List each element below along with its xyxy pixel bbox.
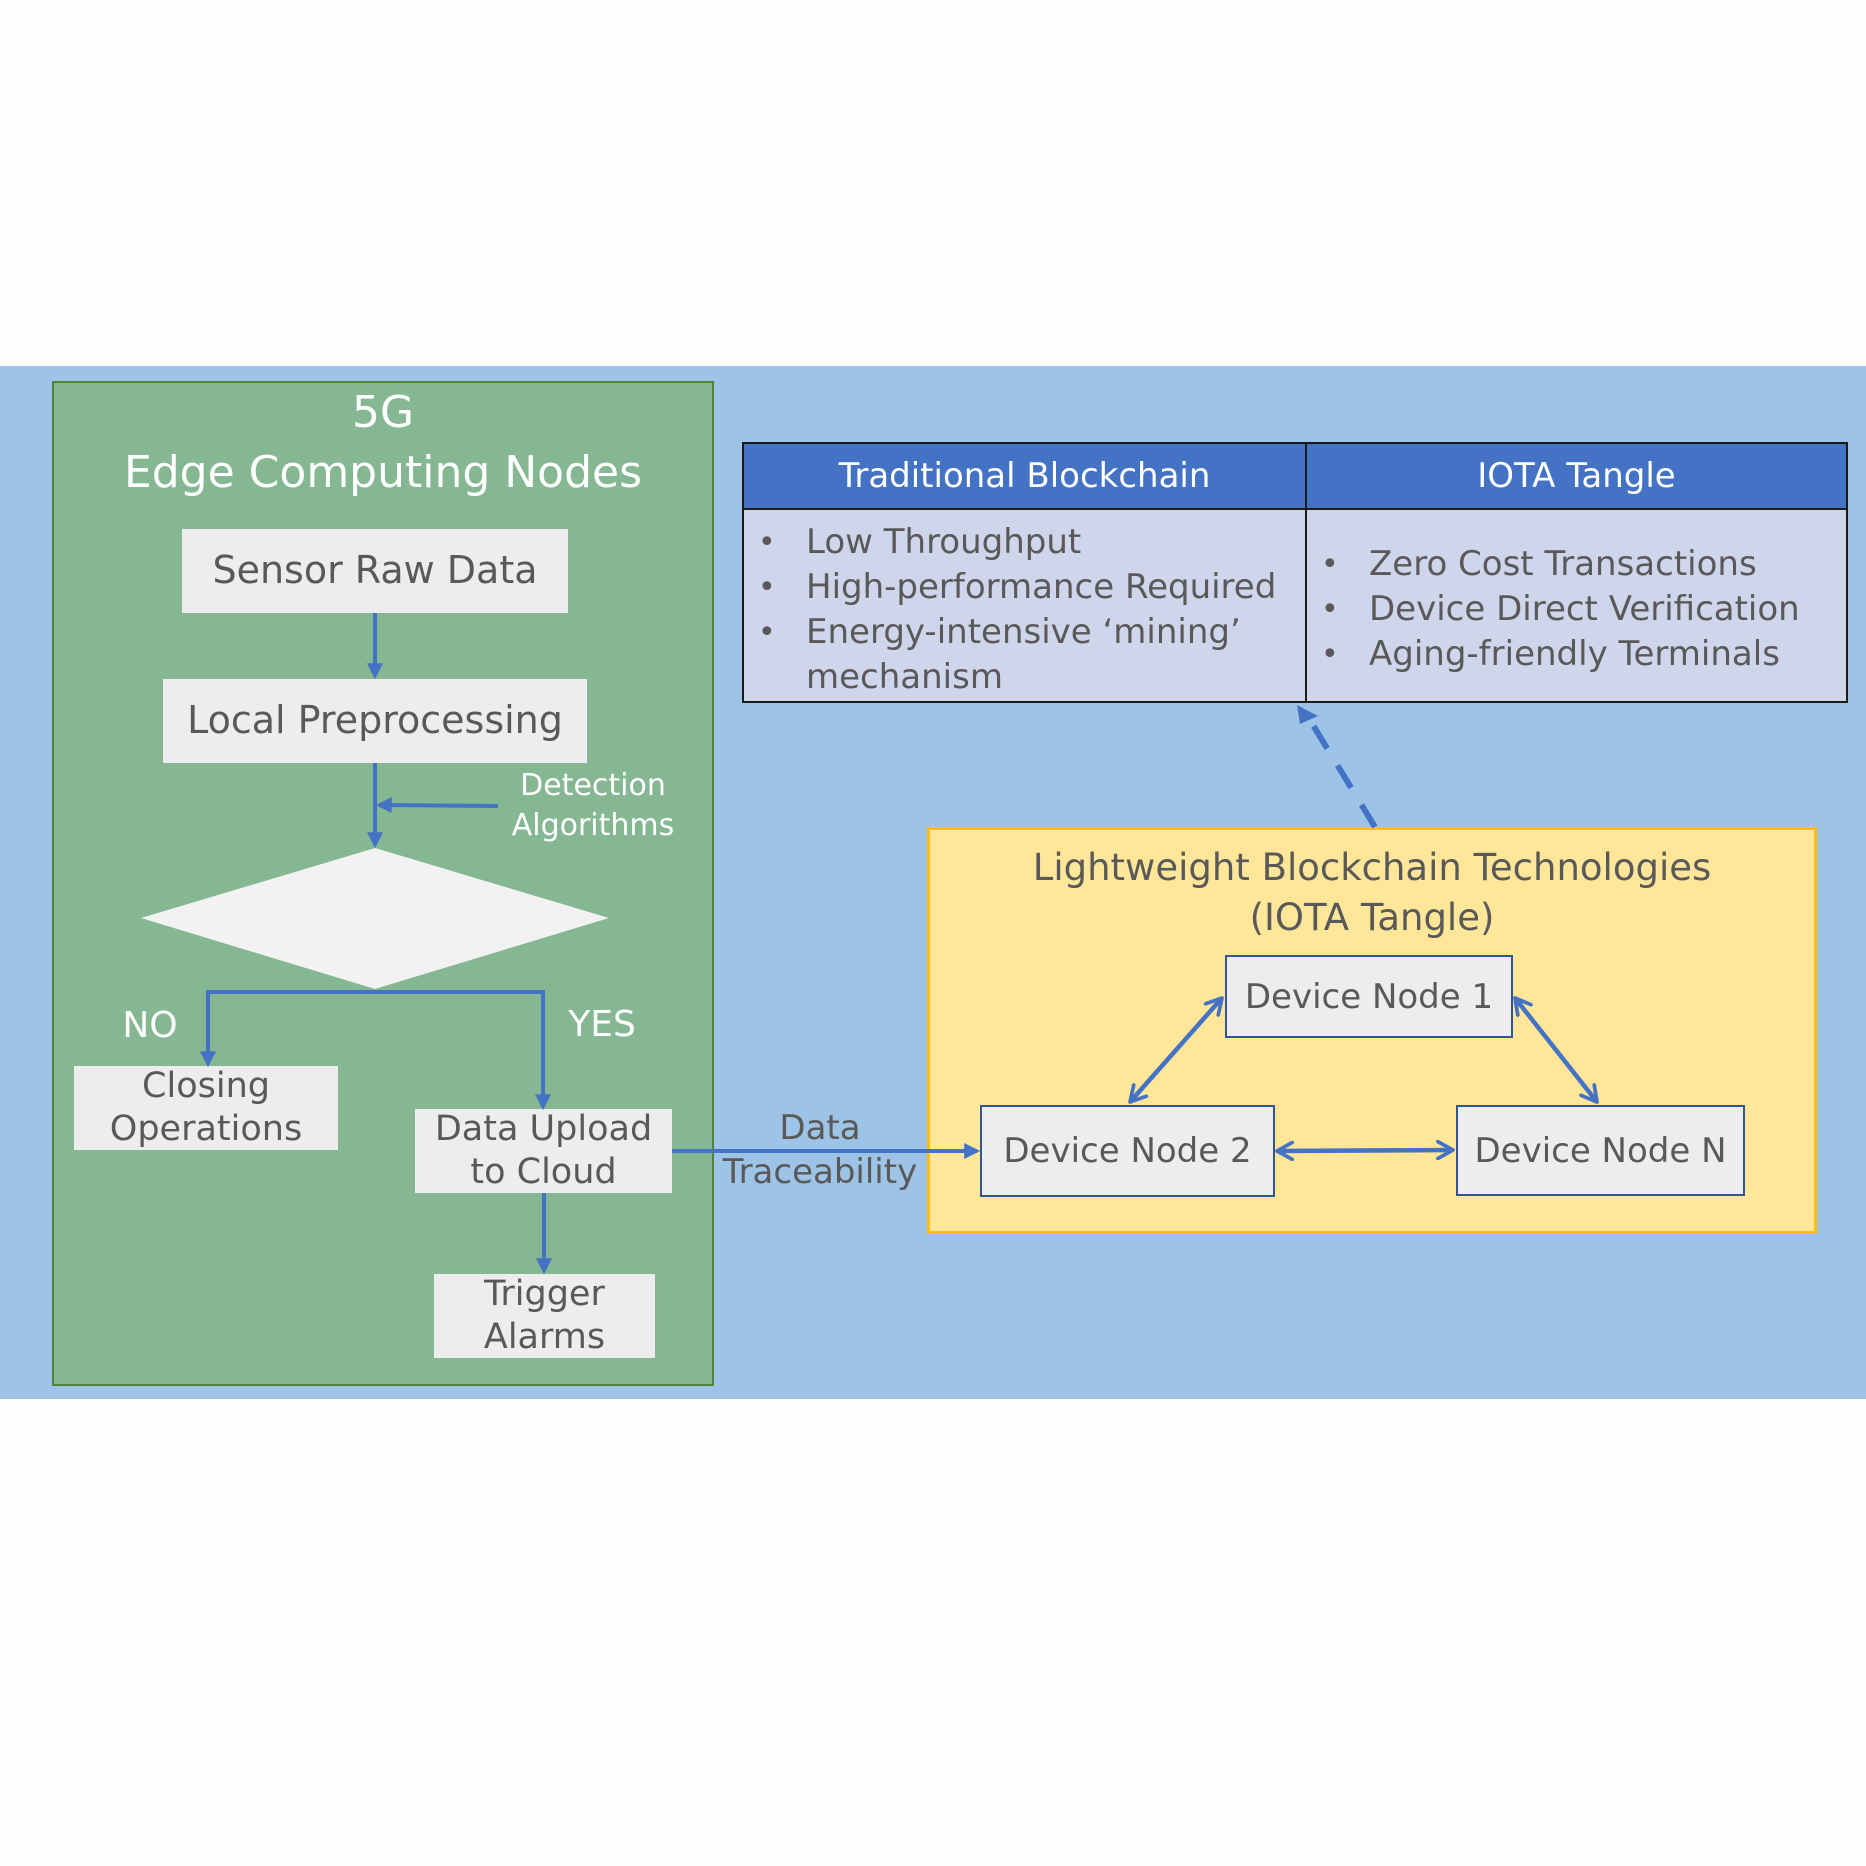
table-header-traditional: Traditional Blockchain <box>744 444 1307 510</box>
iota-item: Zero Cost Transactions <box>1307 542 1846 587</box>
sensor-raw-data-box: Sensor Raw Data <box>182 529 568 613</box>
comparison-table: Traditional Blockchain IOTA Tangle Low T… <box>742 442 1848 703</box>
iota-item: Aging-friendly Terminals <box>1307 632 1846 677</box>
no-label: NO <box>122 1005 178 1046</box>
local-preprocessing-box: Local Preprocessing <box>163 679 587 763</box>
closing-operations-box: Closing Operations <box>74 1066 338 1150</box>
lightweight-title: Lightweight Blockchain Technologies (IOT… <box>927 843 1817 943</box>
traceability-line1: Data <box>779 1108 861 1148</box>
lightweight-title-line1: Lightweight Blockchain Technologies <box>1032 846 1712 889</box>
table-cell-iota: Zero Cost Transactions Device Direct Ver… <box>1307 510 1846 701</box>
upload-line2: to Cloud <box>470 1152 617 1192</box>
traditional-item: Low Throughput <box>744 520 1305 565</box>
traceability-line2: Traceability <box>722 1152 918 1192</box>
data-upload-box: Data Upload to Cloud <box>415 1109 672 1193</box>
traditional-item: Energy-intensive ‘mining’ mechanism <box>744 610 1305 700</box>
closing-line2: Operations <box>109 1109 303 1149</box>
device-node-n: Device Node N <box>1456 1105 1745 1196</box>
iota-item: Device Direct Verification <box>1307 587 1846 632</box>
traditional-item: High-performance Required <box>744 565 1305 610</box>
device-node-1: Device Node 1 <box>1225 955 1513 1038</box>
detection-line2: Algorithms <box>511 808 675 843</box>
lightweight-title-line2: (IOTA Tangle) <box>1249 896 1495 939</box>
yes-label: YES <box>568 1004 636 1045</box>
alarm-line2: Alarms <box>483 1317 606 1357</box>
edge-panel-title: Edge Computing Nodes <box>123 447 643 498</box>
sensor-raw-data-label: Sensor Raw Data <box>212 548 538 593</box>
table-header-iota: IOTA Tangle <box>1307 444 1846 510</box>
table-cell-traditional: Low Throughput High-performance Required… <box>744 510 1307 701</box>
emergencies-label: Emergencies <box>274 899 476 935</box>
device-node-n-label: Device Node N <box>1474 1130 1727 1171</box>
data-traceability-label: Data Traceability <box>700 1106 940 1194</box>
edge-panel-title-5g: 5G <box>351 387 415 438</box>
device-node-1-label: Device Node 1 <box>1244 976 1494 1017</box>
local-preprocessing-label: Local Preprocessing <box>187 698 563 743</box>
detection-algorithms-label: Detection Algorithms <box>498 766 688 846</box>
closing-line1: Closing <box>142 1066 270 1106</box>
detection-line1: Detection <box>520 768 666 803</box>
trigger-alarms-box: Trigger Alarms <box>434 1274 655 1358</box>
alarm-line1: Trigger <box>484 1274 605 1314</box>
device-node-2-label: Device Node 2 <box>1003 1131 1252 1171</box>
upload-line1: Data Upload <box>434 1109 653 1149</box>
device-node-2: Device Node 2 <box>980 1105 1275 1197</box>
